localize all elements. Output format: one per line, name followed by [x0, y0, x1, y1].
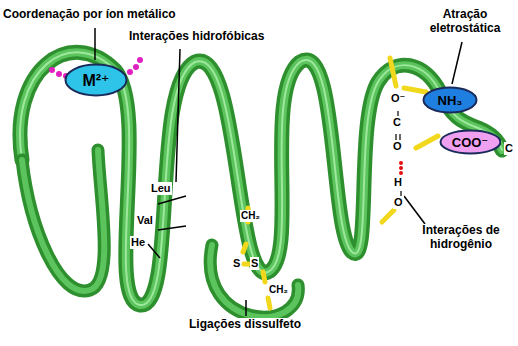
atom-label: C: [504, 142, 514, 155]
atom-label: S: [250, 257, 259, 270]
callout-label: Interações de hidrogênio: [408, 224, 514, 252]
atom-label: O: [393, 196, 404, 209]
group-ellipse: COO⁻: [439, 129, 502, 155]
atom-label: CH₂: [240, 210, 261, 222]
atom-label: S: [232, 257, 241, 270]
callout-label: Ligações dissulfeto: [188, 318, 302, 332]
node-text: COO⁻: [452, 135, 488, 150]
group-ellipse: M²⁺: [64, 63, 128, 97]
node-text: NH₃: [438, 93, 463, 108]
residue-label: Val: [136, 214, 154, 227]
atom-label: H: [393, 176, 403, 189]
atom-label: O⁻: [390, 92, 406, 105]
callout-label: Coordenação por íon metálico: [2, 8, 177, 22]
residue-label: Leu: [150, 182, 172, 195]
atom-label: C: [392, 116, 402, 129]
residue-label: He: [130, 236, 146, 249]
callout-label: Interações hidrofóbicas: [128, 30, 265, 44]
atom-label: CH₂: [268, 284, 289, 296]
atom-label: O: [392, 140, 403, 153]
node-text: M²⁺: [82, 71, 109, 90]
callout-label: Atração eletrostática: [416, 8, 514, 36]
group-ellipse: NH₃: [422, 86, 478, 114]
